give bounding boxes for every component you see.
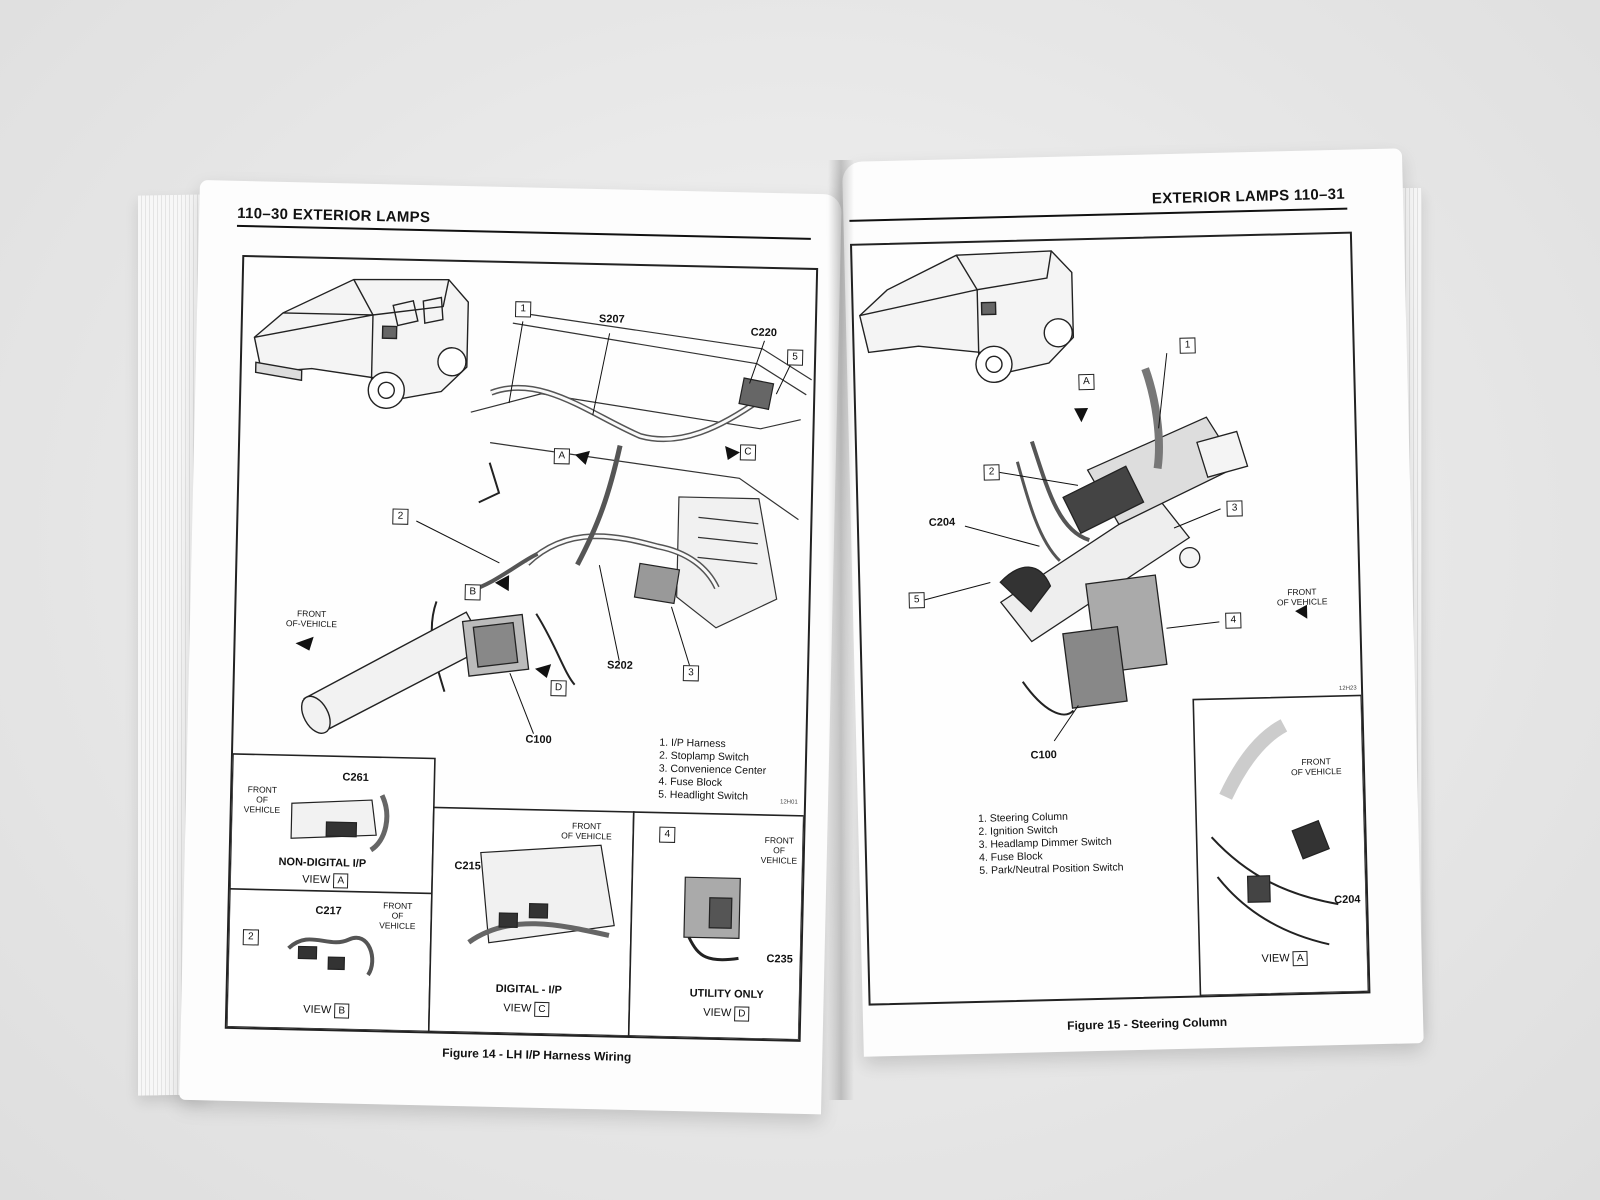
view-c-front-label: FRONT OF VEHICLE [561,820,612,842]
callout-c220: C220 [750,326,778,340]
front-of-vehicle-main: FRONT OF VEHICLE [1276,586,1328,608]
figure-14-legend: 1. I/P Harness 2. Stoplamp Switch 3. Con… [658,737,767,804]
view-b-letter-box: B [334,1003,350,1019]
num-box-5: 5 [908,592,925,609]
figure-15-drawing [858,250,1369,997]
view-c-letter-box: C [534,1001,550,1018]
view-d-sketch [683,876,741,962]
callout-s207: S207 [598,313,625,326]
num-box-5: 5 [786,349,804,366]
num-box-3: 3 [1226,500,1243,517]
right-page: EXTERIOR LAMPS 110–31 [842,148,1424,1057]
callout-c204-view: C204 [1334,893,1361,907]
num-box-4: 4 [1225,612,1242,629]
left-page: 110–30 EXTERIOR LAMPS [179,180,842,1115]
view-a-title: NON-DIGITAL I/P [278,855,367,870]
callout-c100: C100 [525,733,552,747]
view-c-sketch [467,844,615,945]
view-a-letter-box: A [333,873,349,889]
direction-arrows [295,445,740,678]
figure-15-box: 1 A 2 C204 3 5 4 FRONT OF VEHICLE C100 1… [850,231,1371,1006]
left-header-rule [236,224,811,240]
right-page-header: EXTERIOR LAMPS 110–31 [1151,185,1346,208]
leader-lines [923,353,1221,742]
num-box-2: 2 [983,464,1000,481]
letter-box-c: C [739,444,757,461]
truck-illustration [253,278,470,409]
letter-box-d: D [550,680,567,697]
num-box-2: 2 [392,508,409,525]
truck-illustration [858,250,1075,384]
left-page-header: 110–30 EXTERIOR LAMPS [237,204,431,227]
right-header-rule [849,207,1348,222]
view-d-letter-box: D [734,1006,750,1022]
view-a-sketch [1210,719,1339,946]
letter-box-a: A [1078,373,1095,391]
convenience-center [633,562,681,605]
letter-box-a: A [553,448,571,465]
callout-c261: C261 [342,771,369,784]
view-b-num-box-2: 2 [242,929,260,946]
view-d-front-label: FRONT OF VEHICLE [760,834,798,866]
figure-14-drawing [226,278,812,1040]
wiring-harness [430,385,763,692]
figure-15-caption: Figure 15 - Steering Column [1066,1014,1228,1033]
figure-14-image-id: 12H01 [779,799,798,806]
fuse-block-c100 [461,613,530,677]
fuse-block-drawing [1021,574,1168,716]
callout-c100: C100 [1030,748,1057,762]
callout-c204: C204 [928,516,956,529]
callout-s202: S202 [606,659,633,672]
front-of-vehicle-main: FRONT OF-VEHICLE [285,608,338,630]
view-a-sketch [290,794,390,853]
legend-item: 5. Headlight Switch [658,788,749,803]
letter-box-b: B [464,584,481,601]
num-box-3: 3 [682,665,700,682]
view-b-sketch [287,935,375,977]
steering-column [300,611,487,734]
book-gutter-shadow [828,160,854,1100]
view-a-front-label: FRONT OF VEHICLE [1290,756,1342,778]
callout-c215: C215 [454,859,481,873]
figure-14-caption: Figure 14 - LH I/P Harness Wiring [442,1045,632,1065]
callout-c235: C235 [766,953,793,966]
figure-15-image-id: 12H23 [1338,685,1357,693]
view-c-title: DIGITAL - I/P [495,982,563,997]
view-d-num-box-4: 4 [659,826,676,843]
view-b-front-label: FRONT OF VEHICLE [379,900,416,932]
callout-c217: C217 [315,904,342,918]
connector-c220-drawing [738,377,775,411]
steering-column-assembly [999,367,1249,643]
num-box-1: 1 [514,301,532,318]
figure-15-legend: 1. Steering Column 2. Ignition Switch 3.… [978,809,1124,878]
view-a-letter-box: A [1292,950,1308,967]
leader-lines [416,321,793,734]
figure-14-box: S207 C220 S202 C100 1 2 3 5 A B C D FRON… [224,254,819,1042]
view-a-front-label: FRONT OF VEHICLE [243,784,281,815]
num-box-1: 1 [1179,337,1196,354]
view-d-title: UTILITY ONLY [689,987,764,1001]
